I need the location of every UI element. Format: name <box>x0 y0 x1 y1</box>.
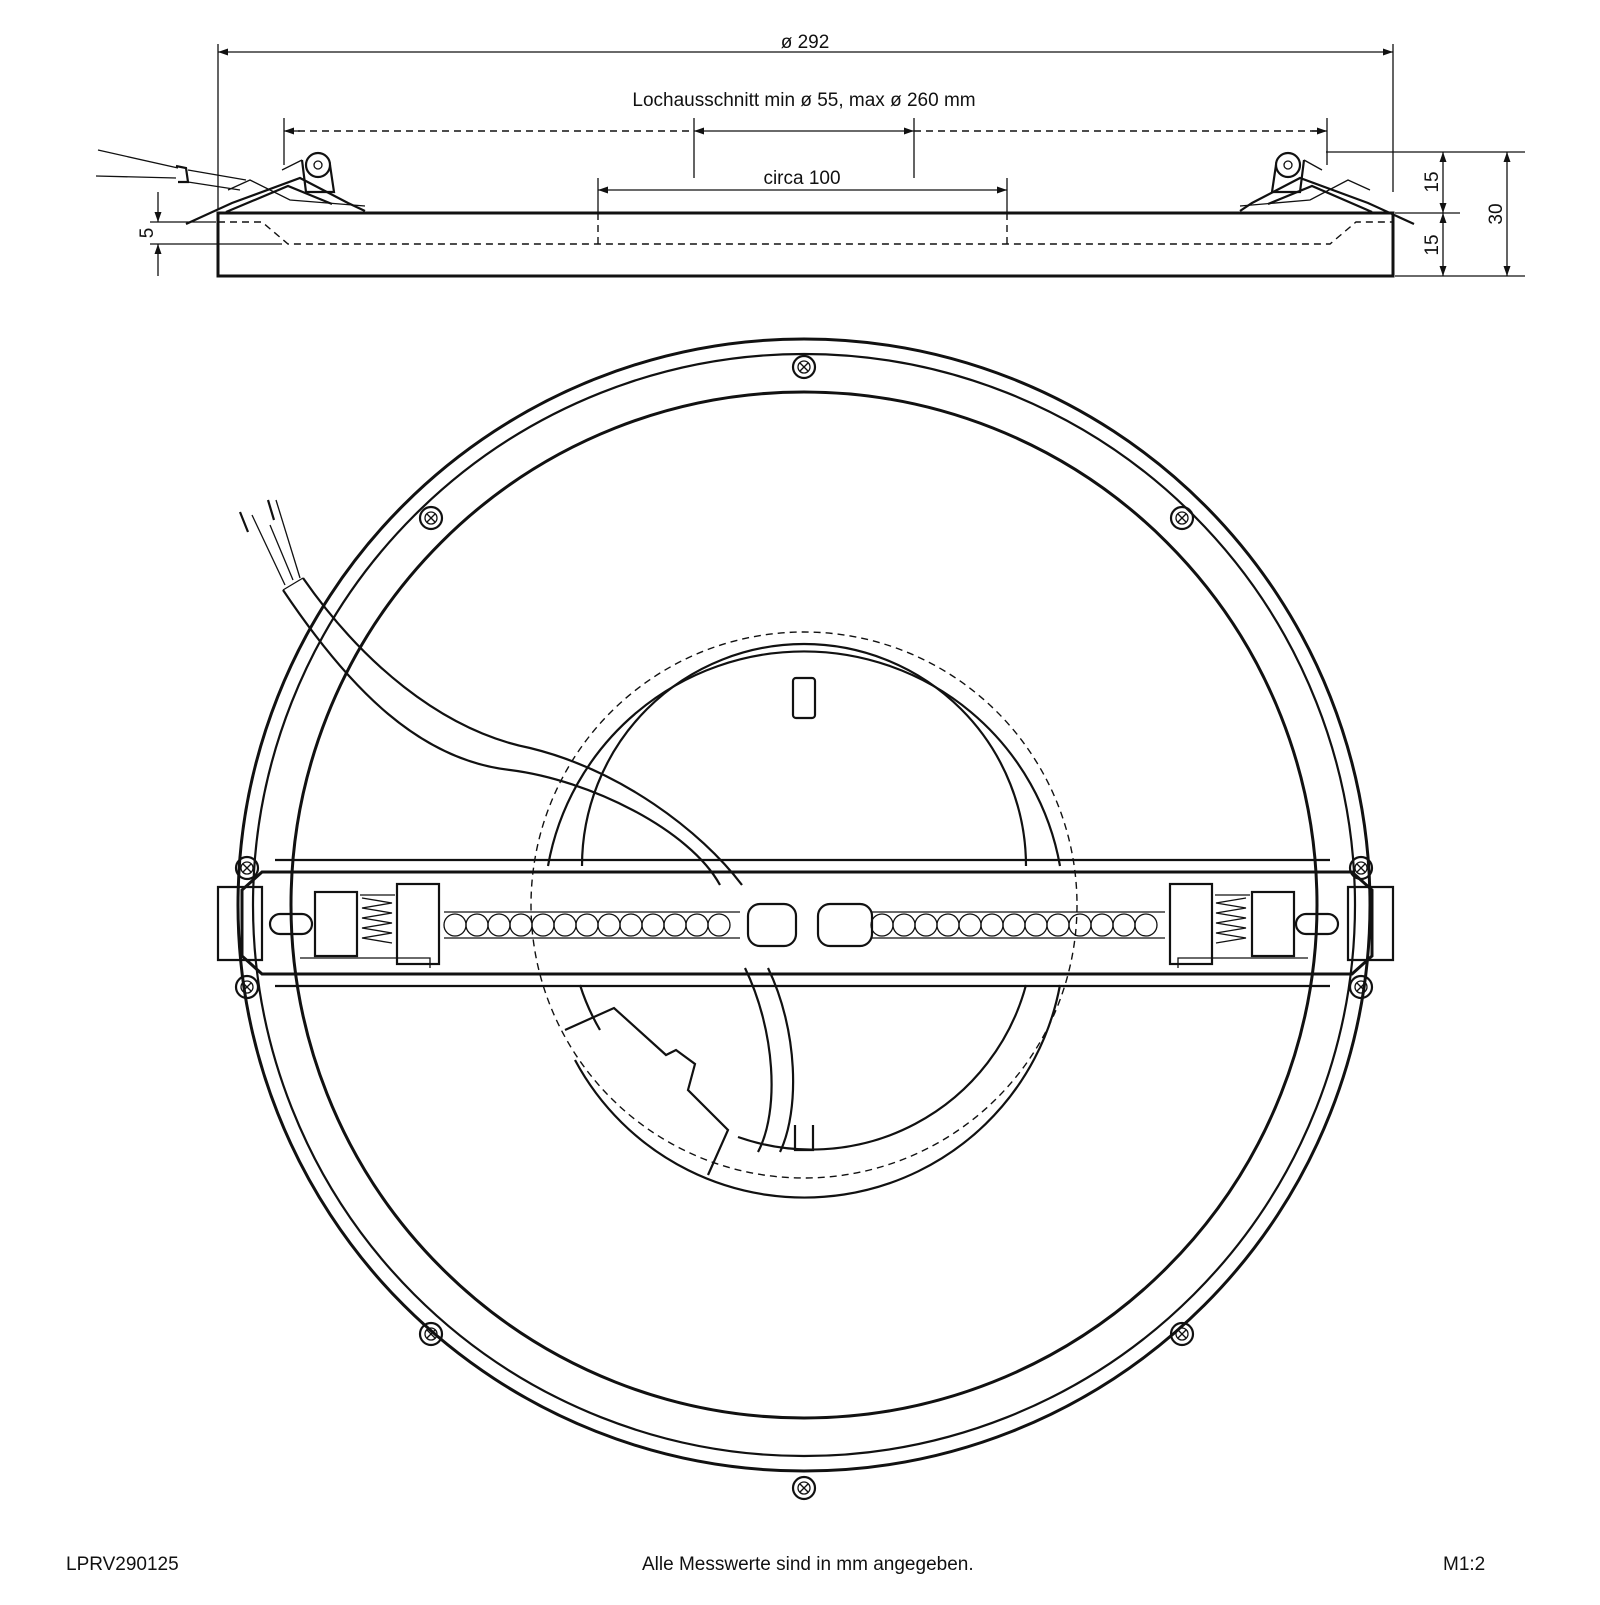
hub-top-tab <box>791 676 817 720</box>
connector-block <box>564 1006 730 1176</box>
screw-icon <box>418 1321 444 1347</box>
spring-housing-right <box>1250 890 1296 958</box>
left-spring-clip <box>185 151 366 226</box>
right-spring-clip <box>1239 151 1415 226</box>
screw-icon <box>1169 505 1195 531</box>
center-hole-right <box>816 902 874 948</box>
cable <box>238 499 795 1153</box>
article-number: LPRV290125 <box>66 1554 179 1575</box>
screw-icon <box>791 354 817 380</box>
inner-rim <box>251 352 1357 1458</box>
slot-left <box>268 912 314 936</box>
hub-dashed-ring <box>530 631 1078 1179</box>
spring-housing-left <box>313 890 359 958</box>
slot-right <box>1294 912 1340 936</box>
scale-label: M1:2 <box>1443 1554 1486 1575</box>
screw-icon <box>418 505 444 531</box>
hub-inner-ring-top <box>580 642 1028 867</box>
measurement-note: Alle Messwerte sind in mm angegeben. <box>642 1554 974 1575</box>
hub-inner-ring-bottom <box>737 984 1028 1151</box>
screws <box>234 354 1374 1501</box>
body-height-label: 15 <box>1422 234 1443 255</box>
clip-height-label: 15 <box>1422 171 1443 192</box>
screw-icon <box>1348 974 1374 1000</box>
top-view <box>216 337 1395 1501</box>
spring-span-label: circa 100 <box>763 168 840 189</box>
bead-channels <box>443 911 1165 939</box>
outer-rim <box>236 337 1372 1473</box>
side-cable <box>95 149 247 191</box>
screw-icon <box>1169 1321 1195 1347</box>
hub-bottom-tab <box>793 1125 815 1152</box>
hidden-outline <box>218 221 1393 245</box>
screw-icon <box>791 1475 817 1501</box>
center-hole-left <box>746 902 798 948</box>
overall-diameter-label: ø 292 <box>781 32 830 53</box>
cutout-label: Lochausschnitt min ø 55, max ø 260 mm <box>632 90 975 111</box>
screw-icon <box>234 974 260 1000</box>
mounting-bar <box>216 858 1395 988</box>
hub-outer-ring-top <box>546 650 1062 867</box>
screw-icon <box>234 855 260 881</box>
total-height-label: 30 <box>1486 203 1507 224</box>
hub-outer-ring-bottom <box>574 984 1062 1199</box>
housing-circle <box>289 390 1319 1420</box>
side-view: ø 292 Lochausschnitt min ø 55, max ø 260… <box>95 32 1525 278</box>
flange-label: 5 <box>137 228 158 239</box>
